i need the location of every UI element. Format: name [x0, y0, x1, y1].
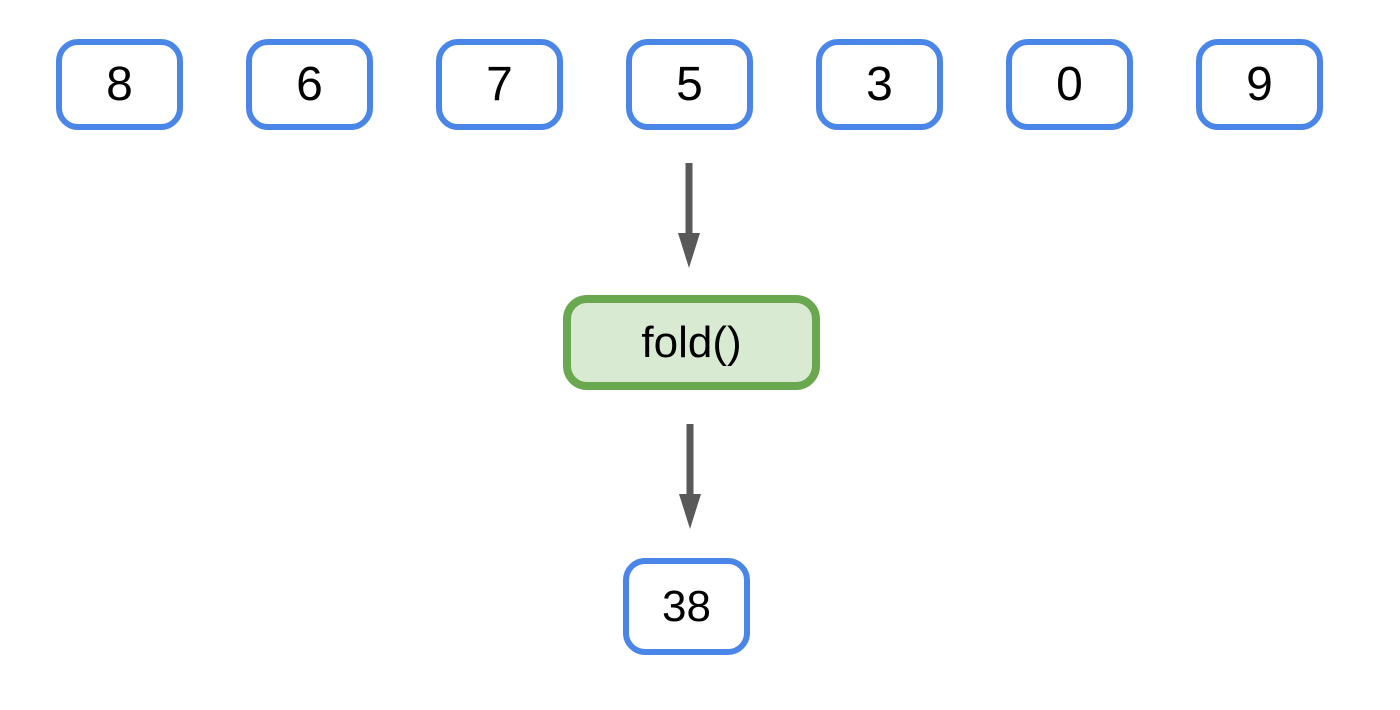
input-value-label: 7	[486, 58, 513, 111]
result-value-box: 38	[623, 558, 750, 655]
fold-operation-label: fold()	[641, 317, 742, 367]
input-value-box: 3	[816, 39, 943, 130]
input-value-label: 6	[296, 58, 323, 111]
input-value-label: 0	[1056, 58, 1083, 111]
input-value-label: 3	[866, 58, 893, 111]
input-value-box: 6	[246, 39, 373, 130]
fold-operation-box: fold()	[563, 295, 820, 390]
result-value-label: 38	[662, 581, 711, 631]
input-value-box: 7	[436, 39, 563, 130]
input-values-row: 8 6 7 5 3 0 9	[56, 39, 1323, 130]
input-value-label: 8	[106, 58, 133, 111]
input-value-box: 0	[1006, 39, 1133, 130]
input-value-label: 5	[676, 58, 703, 111]
input-value-box: 9	[1196, 39, 1323, 130]
input-value-box: 8	[56, 39, 183, 130]
down-arrow-icon	[677, 424, 703, 530]
input-value-box: 5	[626, 39, 753, 130]
input-value-label: 9	[1246, 58, 1273, 111]
down-arrow-icon	[676, 163, 702, 269]
